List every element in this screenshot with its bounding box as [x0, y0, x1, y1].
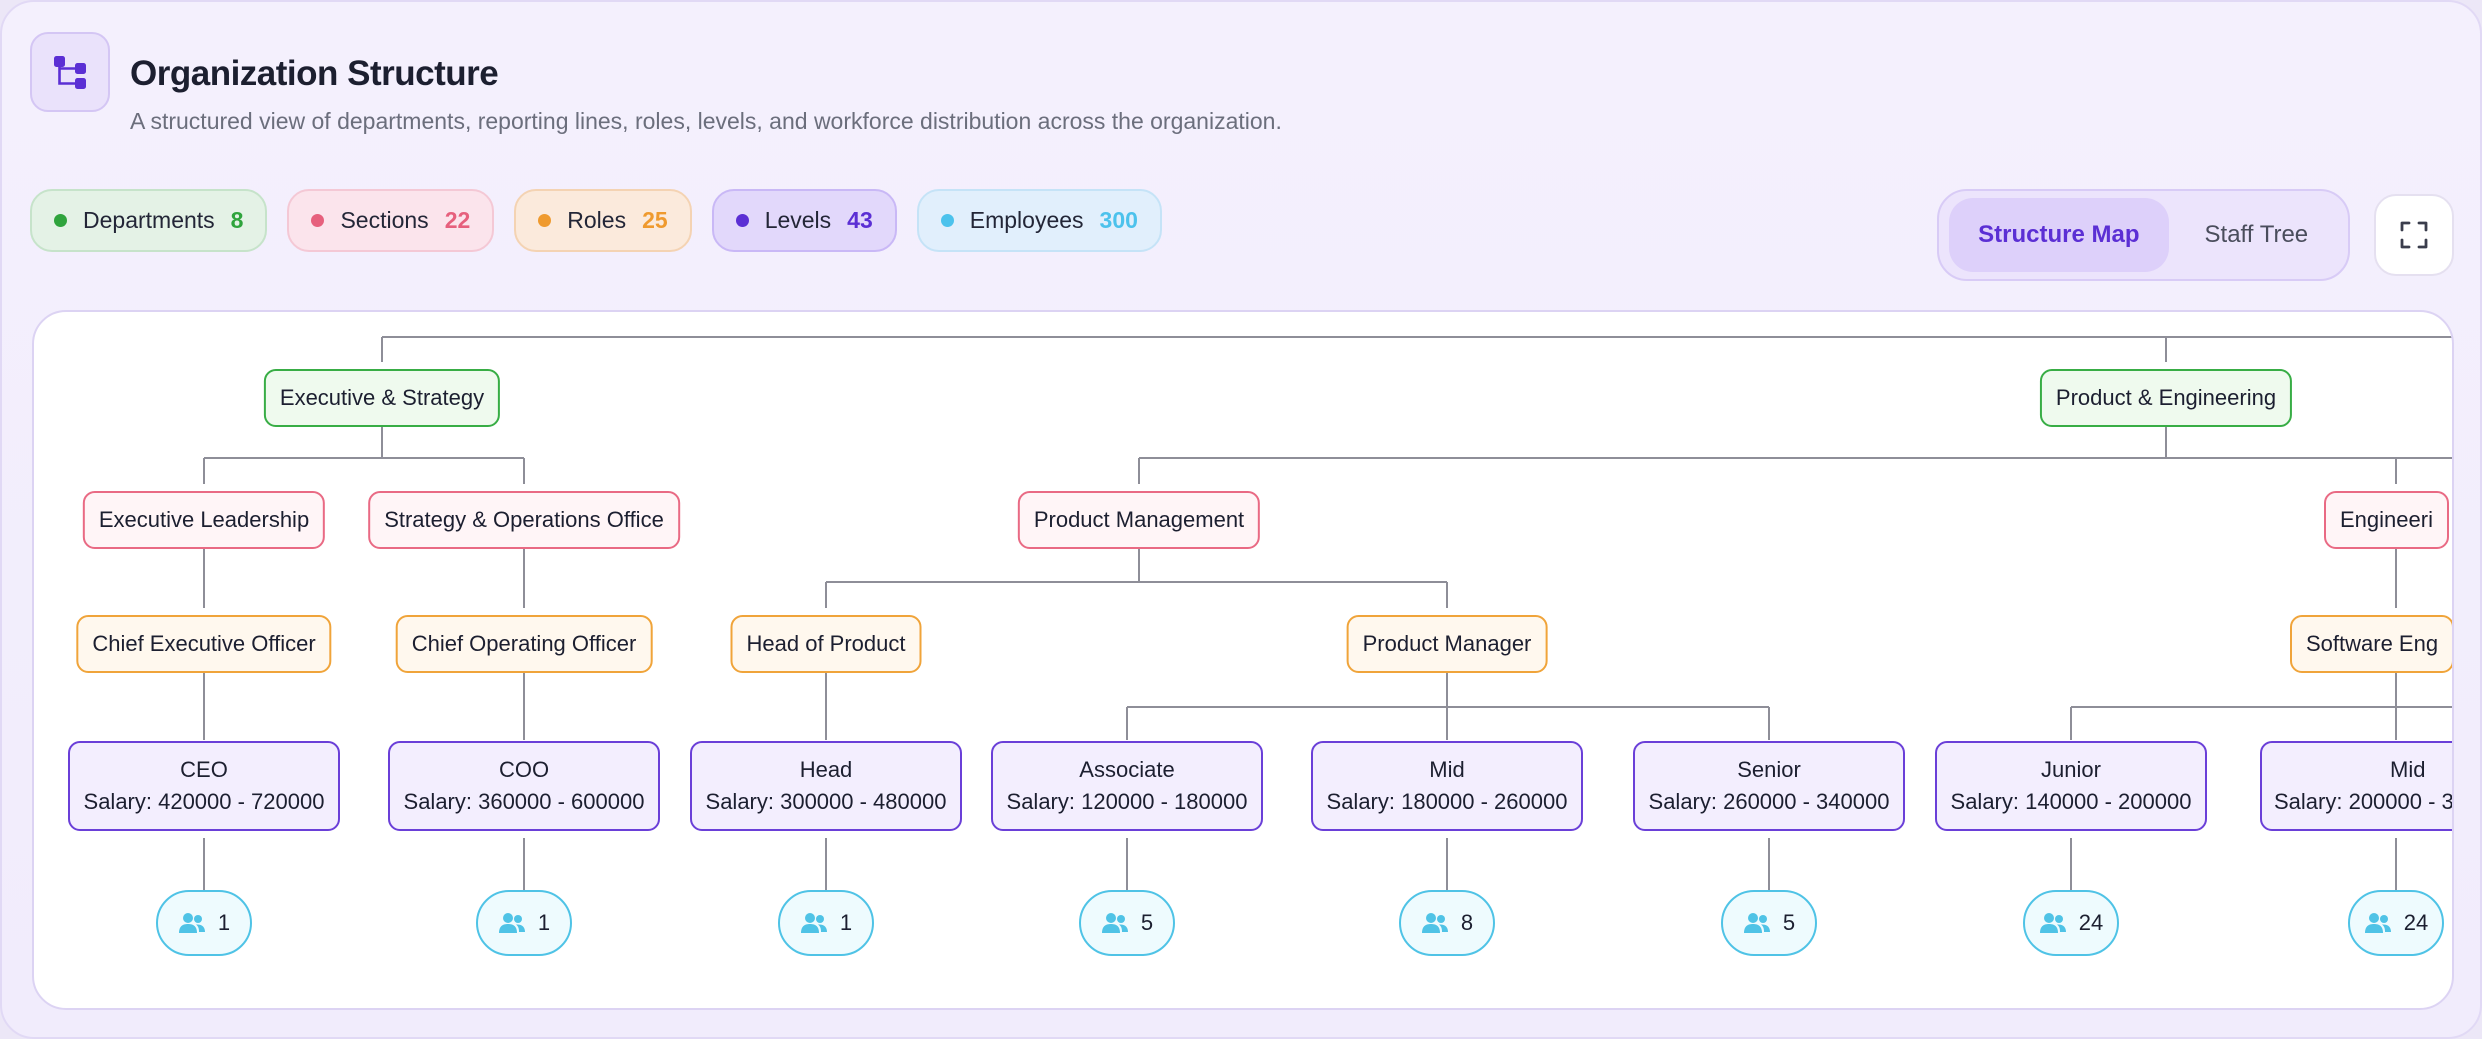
- section-node[interactable]: Engineeri: [2324, 491, 2449, 549]
- page-subtitle: A structured view of departments, report…: [130, 108, 1282, 134]
- stat-sections: Sections 22: [287, 189, 495, 252]
- users-icon: [2364, 913, 2391, 933]
- employee-count-pill[interactable]: 1: [476, 890, 572, 956]
- level-node[interactable]: Senior Salary: 260000 - 340000: [1633, 741, 1905, 831]
- level-node[interactable]: COO Salary: 360000 - 600000: [388, 741, 660, 831]
- status-dot: [311, 214, 325, 227]
- role-node[interactable]: Chief Operating Officer: [395, 615, 653, 673]
- level-salary: Salary: 140000 - 200000: [1950, 789, 2192, 814]
- stat-value: 22: [444, 207, 471, 233]
- employee-count: 5: [1140, 910, 1154, 935]
- stat-value: 8: [230, 207, 244, 233]
- stat-employees: Employees 300: [916, 189, 1162, 252]
- users-icon: [178, 913, 205, 933]
- level-salary: Salary: 200000 - 3: [2274, 789, 2454, 814]
- view-toggle: Structure Map Staff Tree: [1937, 189, 2350, 281]
- level-salary: Salary: 120000 - 180000: [1006, 789, 1248, 814]
- section-node[interactable]: Product Management: [1017, 491, 1261, 549]
- stat-label: Roles: [567, 207, 627, 233]
- users-icon: [1743, 913, 1770, 933]
- level-node[interactable]: Mid Salary: 180000 - 260000: [1311, 741, 1583, 831]
- role-node[interactable]: Product Manager: [1346, 615, 1548, 673]
- employee-count-pill[interactable]: 1: [156, 890, 252, 956]
- level-salary: Salary: 420000 - 720000: [83, 789, 325, 814]
- section-node[interactable]: Strategy & Operations Office: [368, 491, 680, 549]
- level-node[interactable]: Associate Salary: 120000 - 180000: [991, 741, 1263, 831]
- users-icon: [1101, 913, 1128, 933]
- level-name: Senior: [1737, 757, 1801, 782]
- level-name: Head: [799, 757, 853, 782]
- section-node[interactable]: Executive Leadership: [82, 491, 326, 549]
- employee-count: 24: [2403, 910, 2429, 935]
- level-name: Mid: [2390, 757, 2426, 782]
- status-dot: [940, 214, 954, 227]
- employee-count-pill[interactable]: 24: [2348, 890, 2444, 956]
- status-dot: [538, 214, 552, 227]
- employee-count-pill[interactable]: 5: [1079, 890, 1175, 956]
- employee-count: 1: [217, 910, 231, 935]
- structure-map-panel: Executive & Strategy Product & Engineeri…: [32, 310, 2454, 1010]
- stat-value: 25: [642, 207, 668, 233]
- page-title: Organization Structure: [130, 54, 499, 93]
- employee-count-pill[interactable]: 8: [1399, 890, 1495, 956]
- level-salary: Salary: 260000 - 340000: [1648, 789, 1890, 814]
- status-dot: [54, 214, 67, 227]
- employee-count-pill[interactable]: 1: [778, 890, 874, 956]
- level-node[interactable]: Junior Salary: 140000 - 200000: [1935, 741, 2207, 831]
- stat-departments: Departments 8: [30, 189, 268, 252]
- stat-label: Departments: [83, 207, 215, 233]
- users-icon: [2039, 913, 2066, 933]
- stat-label: Levels: [764, 207, 832, 233]
- employee-count: 1: [839, 910, 853, 935]
- department-node[interactable]: Product & Engineering: [2039, 369, 2293, 427]
- level-node[interactable]: Mid Salary: 200000 - 3: [2260, 741, 2454, 831]
- fullscreen-icon: [2400, 221, 2428, 249]
- level-name: COO: [498, 757, 550, 782]
- level-salary: Salary: 180000 - 260000: [1326, 789, 1568, 814]
- fullscreen-button[interactable]: [2374, 194, 2454, 276]
- level-name: Junior: [2041, 757, 2101, 782]
- stats-bar: Departments 8 Sections 22 Roles 25 Level…: [30, 189, 1162, 252]
- level-name: Associate: [1079, 757, 1175, 782]
- users-icon: [800, 913, 827, 933]
- stat-value: 43: [847, 207, 873, 233]
- level-node[interactable]: CEO Salary: 420000 - 720000: [68, 741, 340, 831]
- level-salary: Salary: 300000 - 480000: [705, 789, 947, 814]
- users-icon: [498, 913, 525, 933]
- employee-count: 1: [537, 910, 551, 935]
- tab-staff-tree[interactable]: Staff Tree: [2204, 221, 2309, 248]
- role-node[interactable]: Chief Executive Officer: [76, 615, 332, 673]
- org-chart-icon: [30, 32, 110, 112]
- level-node[interactable]: Head Salary: 300000 - 480000: [690, 741, 962, 831]
- level-name: CEO: [180, 757, 228, 782]
- role-node[interactable]: Head of Product: [730, 615, 922, 673]
- status-dot: [735, 214, 749, 227]
- level-name: Mid: [1429, 757, 1465, 782]
- tab-structure-map[interactable]: Structure Map: [1949, 198, 2169, 272]
- employee-count: 8: [1460, 910, 1474, 935]
- level-salary: Salary: 360000 - 600000: [403, 789, 645, 814]
- stat-value: 300: [1099, 207, 1138, 233]
- users-icon: [1421, 913, 1448, 933]
- employee-count: 5: [1782, 910, 1796, 935]
- department-node[interactable]: Executive & Strategy: [263, 369, 501, 427]
- stat-label: Employees: [969, 207, 1084, 233]
- stat-label: Sections: [340, 207, 429, 233]
- role-node[interactable]: Software Eng: [2290, 615, 2452, 673]
- connector-lines: [203, 336, 2452, 890]
- employee-count: 24: [2078, 910, 2104, 935]
- employee-count-pill[interactable]: 5: [1721, 890, 1817, 956]
- stat-levels: Levels 43: [711, 189, 897, 252]
- stat-roles: Roles 25: [514, 189, 692, 252]
- employee-count-pill[interactable]: 24: [2023, 890, 2119, 956]
